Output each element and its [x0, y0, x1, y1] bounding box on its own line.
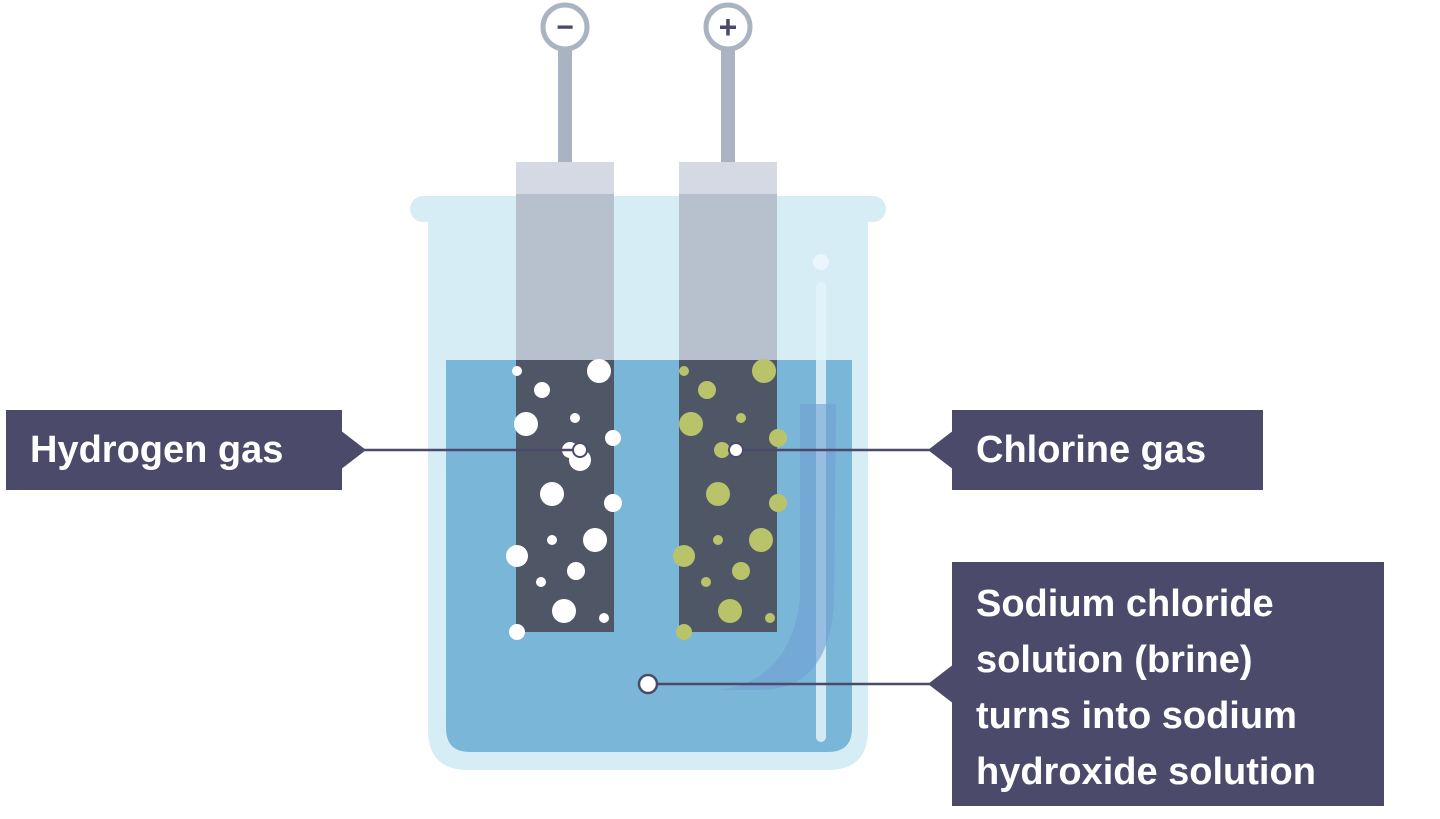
negative-electrode-cap	[516, 162, 614, 194]
hydrogen-gas-label: Hydrogen gas	[6, 410, 342, 490]
positive-electrode-upper	[679, 194, 777, 360]
positive-wire	[721, 44, 735, 166]
brine-label-line-3: turns into sodium	[976, 695, 1297, 737]
negative-electrode-submerged	[516, 360, 614, 632]
glass-highlight-dot	[813, 254, 829, 270]
brine-leader-dot	[637, 673, 659, 695]
hydrogen-label-pointer	[340, 430, 366, 470]
chlorine-bubbles	[673, 359, 787, 640]
leader-lines	[340, 430, 954, 704]
hydrogen-leader-dot	[572, 442, 588, 458]
positive-electrode: +	[673, 2, 787, 640]
brine-label-pointer	[928, 664, 954, 704]
hydroxide-streak	[720, 404, 836, 690]
hydrogen-bubbles	[506, 359, 622, 640]
brine-label-line-2: solution (brine)	[976, 639, 1253, 681]
chlorine-gas-text: Chlorine gas	[976, 429, 1207, 471]
brine-label-line-4: hydroxide solution	[976, 751, 1316, 793]
negative-wire	[558, 44, 572, 166]
negative-terminal-symbol: −	[556, 11, 574, 44]
positive-terminal-icon	[703, 2, 753, 52]
positive-electrode-cap	[679, 162, 777, 194]
brine-label-line-1: Sodium chloride	[976, 583, 1274, 625]
negative-electrode-upper	[516, 194, 614, 360]
negative-terminal-icon	[540, 2, 590, 52]
hydrogen-gas-text: Hydrogen gas	[30, 429, 284, 471]
brine-label: Sodium chloride solution (brine) turns i…	[952, 562, 1384, 806]
chlorine-gas-label: Chlorine gas	[952, 410, 1263, 490]
positive-terminal-symbol: +	[719, 9, 738, 45]
chlorine-label-pointer	[928, 430, 954, 470]
chlorine-leader-dot	[728, 442, 744, 458]
negative-electrode: −	[506, 2, 622, 640]
